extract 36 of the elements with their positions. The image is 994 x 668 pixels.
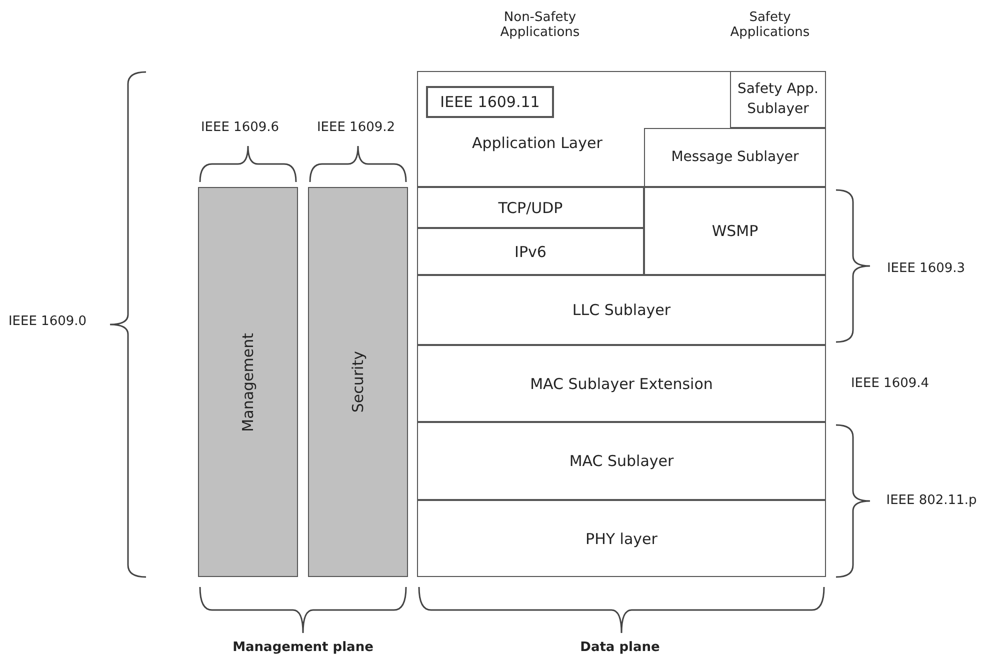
layer-name: WSMP (712, 222, 758, 240)
layer-name: TCP/UDP (498, 198, 563, 216)
layer-name: Security (349, 351, 367, 413)
layer-name: MAC Sublayer (569, 452, 674, 470)
plane-label: Data plane (579, 640, 661, 655)
layer-name: Message Sublayer (671, 148, 799, 167)
protocol-box (417, 187, 644, 228)
layer-name: IEEE 1609.11 (440, 93, 540, 111)
standard-label: IEEE 1609.6 (200, 120, 280, 135)
standard-label: IEEE 1609.3 (886, 261, 966, 276)
layer-box (417, 345, 826, 422)
standard-box (426, 86, 554, 118)
protocol-box (644, 187, 826, 275)
layer-name: Application Layer (472, 134, 602, 152)
plane-label: Management plane (232, 640, 374, 655)
management-column (198, 187, 298, 577)
sublayer-box (730, 71, 826, 128)
layer-name: IPv6 (514, 242, 546, 260)
layer-name: PHY layer (586, 530, 658, 548)
plane-heading: Non-Safety Applications (499, 10, 581, 40)
layer-name: LLC Sublayer (572, 301, 671, 319)
layer-name: MAC Sublayer Extension (530, 374, 713, 392)
layer-box (417, 500, 826, 577)
standard-label: IEEE 802.11.p (885, 493, 978, 508)
standard-label: IEEE 1609.4 (850, 376, 930, 391)
standard-label: IEEE 1609.2 (316, 120, 396, 135)
layer-name: Safety App. Sublayer (736, 80, 820, 118)
layer-box (417, 275, 826, 345)
layer-box (417, 422, 826, 500)
security-column (308, 187, 408, 577)
standard-label: IEEE 1609.0 (7, 314, 88, 329)
sublayer-box (644, 128, 826, 187)
protocol-box (417, 228, 644, 275)
layer-name: Management (239, 332, 257, 432)
application-layer-box (417, 71, 644, 187)
plane-heading: Safety Applications (729, 10, 811, 40)
